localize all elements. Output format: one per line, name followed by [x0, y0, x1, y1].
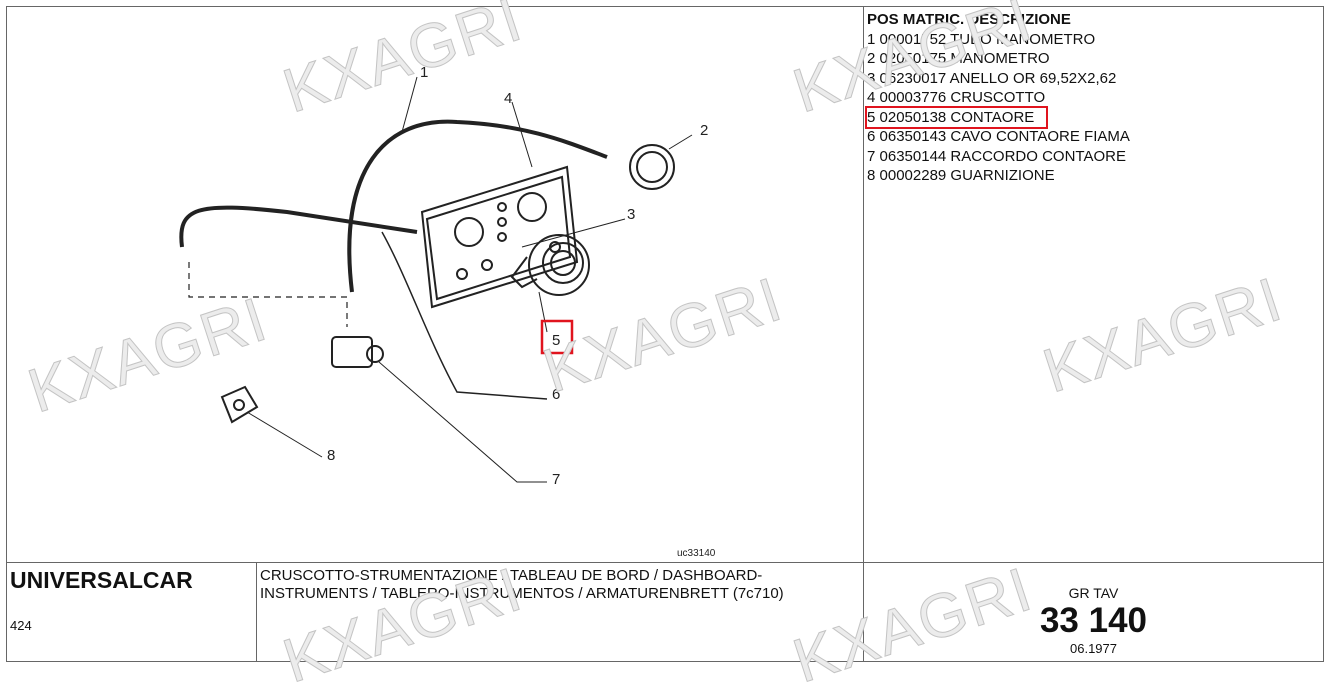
callout-1: 1 [420, 64, 428, 81]
part-row: 4 00003776 CRUSCOTTO [867, 89, 1046, 106]
callout-4: 4 [504, 90, 512, 107]
drawing-code: uc33140 [677, 548, 716, 559]
exploded-diagram: 1 2 3 4 5 6 7 8 uc33140 [6, 6, 864, 563]
section-title: CRUSCOTTO-STRUMENTAZIONE / TABLEAU DE BO… [256, 562, 864, 662]
gr-tav-number: 33 140 [1039, 601, 1148, 640]
brand-name: UNIVERSALCAR [10, 567, 193, 593]
callout-3: 3 [627, 206, 635, 223]
callout-6: 6 [552, 386, 560, 403]
part-row: 2 02050175 MANOMETRO [867, 50, 1050, 67]
callout-5: 5 [552, 332, 560, 349]
part-row: 8 00002289 GUARNIZIONE [867, 167, 1055, 184]
callout-7: 7 [552, 471, 560, 488]
date: 06.1977 [1070, 641, 1117, 656]
parts-drawing: 1 2 3 4 5 6 7 8 uc33140 [179, 64, 716, 559]
parts-list: POS MATRIC. DESCRIZIONE 1 00001752 TUBO … [863, 6, 1324, 563]
part-row: 3 06230017 ANELLO OR 69,52X2,62 [867, 69, 1117, 87]
callout-8: 8 [327, 447, 335, 464]
part-row: 1 00001752 TUBO MANOMETRO [867, 30, 1096, 48]
reference-cell: GR TAV 33 140 06.1977 [863, 562, 1324, 662]
parts-list-header: POS MATRIC. DESCRIZIONE [867, 11, 1071, 28]
callout-2: 2 [700, 122, 708, 139]
callout-5-highlight [540, 319, 574, 355]
part-row: 7 06350144 RACCORDO CONTAORE [867, 147, 1126, 165]
brand-cell: UNIVERSALCAR 424 [6, 562, 257, 662]
gr-tav-label: GR TAV [1068, 585, 1119, 601]
part-row-highlighted: 5 02050138 CONTAORE [864, 105, 1049, 129]
model-number: 424 [10, 618, 32, 633]
part-row: 6 06350143 CAVO CONTAORE FIAMA [867, 128, 1130, 145]
